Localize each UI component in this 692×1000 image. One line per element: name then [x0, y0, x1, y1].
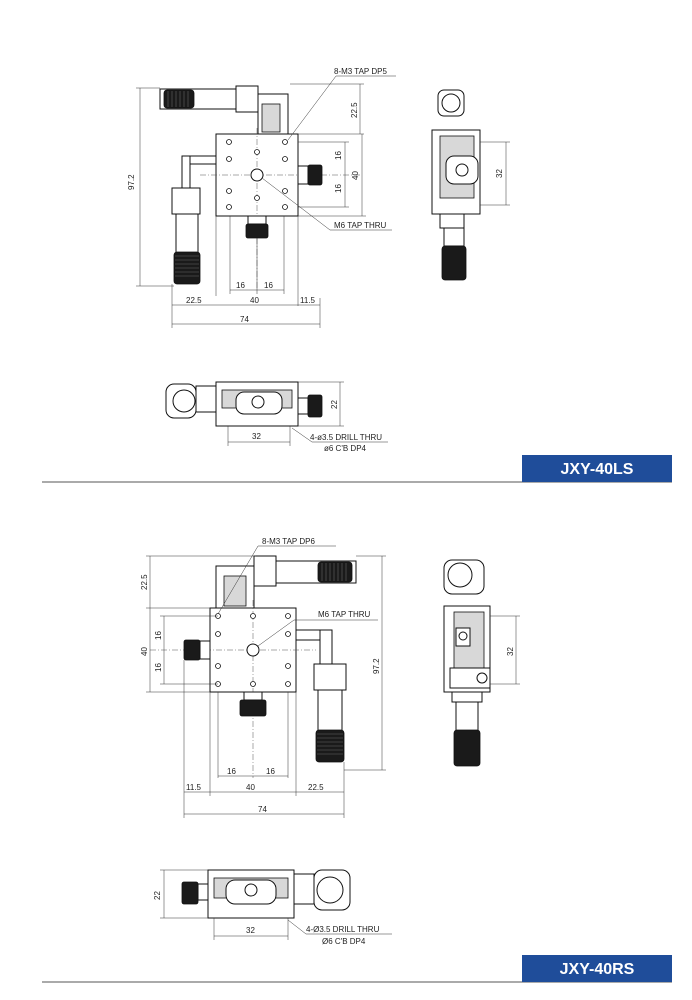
dim-16-right-a: 16 [334, 151, 343, 160]
dim-11-5-bottom-rs: 11.5 [186, 783, 202, 792]
callout-drill-ls-2: ø6 C'B DP4 [324, 444, 367, 453]
dim-97-2-rs: 97.2 [372, 658, 381, 674]
side-thimble-ls [441, 245, 467, 281]
front-view-rs: 22 32 4-Ø3.5 DRILL THRU Ø6 C'B DP4 [153, 869, 392, 946]
dim-74-bottom: 74 [240, 315, 249, 324]
micrometer-thimble-rs [317, 561, 353, 583]
front-knob-base-rs [197, 883, 209, 901]
dim-22-5-bottom: 22.5 [186, 296, 202, 305]
bracket-right-vert-rs [319, 629, 333, 667]
model-banner-rs [522, 955, 672, 982]
lock-knob-right [307, 164, 323, 186]
tap-holes-rs [215, 613, 291, 687]
micrometer-thimble-top [163, 89, 195, 109]
front-view-ls: 22 32 4-ø3.5 DRILL THRU ø6 C'B DP4 [165, 381, 388, 453]
front-hex-rs [244, 883, 258, 897]
micrometer-mount-top [235, 85, 259, 113]
micrometer-mount-rs [253, 555, 277, 587]
front-knob-base-ls [297, 397, 309, 415]
front-dim-32-rs: 32 [246, 926, 255, 935]
side-hex-screw [455, 163, 469, 177]
front-micrometer-end-ls [172, 389, 196, 413]
dim-16-bottom-b: 16 [264, 281, 273, 290]
bracket-inner-rs [223, 575, 247, 607]
lock-base-right [297, 165, 309, 185]
front-hex-ls [251, 395, 265, 409]
side-view-ls: 32 [431, 89, 510, 281]
center-hole-ls [250, 168, 264, 182]
bracket-left-vert [181, 155, 191, 193]
front-knob-rs [181, 881, 199, 905]
model-banner-ls [522, 455, 672, 482]
side-sleeve-ls [443, 227, 465, 247]
dim-40-bottom: 40 [250, 296, 259, 305]
callout-drill-rs-2: Ø6 C'B DP4 [322, 937, 366, 946]
section-jxy-40ls: 97.2 22.5 16 40 16 16 16 22.5 40 11.5 74… [42, 67, 672, 483]
front-dim-22-rs: 22 [153, 891, 162, 900]
center-hole-rs [246, 643, 260, 657]
section-jxy-40rs: 22.5 16 40 16 97.2 16 16 11.5 40 22.5 74… [42, 537, 672, 983]
dim-16-left-b-rs: 16 [154, 663, 163, 672]
callout-tap-dp6: 8-M3 TAP DP6 [262, 537, 315, 546]
dim-16-bottom-b-rs: 16 [266, 767, 275, 776]
top-view-ls: 97.2 22.5 16 40 16 16 16 22.5 40 11.5 74… [127, 67, 396, 328]
dim-16-left-a-rs: 16 [154, 631, 163, 640]
side-sleeve-rs [455, 701, 479, 733]
side-screw-rs [458, 631, 468, 641]
side-thimble-rs [453, 729, 481, 767]
callout-drill-rs-1: 4-Ø3.5 DRILL THRU [306, 925, 380, 934]
lock-knob-left-rs [183, 639, 201, 661]
lock-base-bottom [247, 215, 267, 225]
dim-11-5-bottom: 11.5 [300, 296, 316, 305]
lock-base-bottom-rs [243, 691, 263, 701]
lock-base-left-rs [199, 640, 211, 660]
dim-16-bottom-a: 16 [236, 281, 245, 290]
side-lower-screw-rs [476, 672, 488, 684]
dim-16-right-b: 16 [334, 184, 343, 193]
dim-97-2: 97.2 [127, 174, 136, 190]
micrometer-sleeve-left [175, 213, 199, 255]
micrometer-sleeve-rs [317, 689, 343, 733]
dim-22-5-top-rs: 22.5 [140, 574, 149, 590]
callout-tap-dp5: 8-M3 TAP DP5 [334, 67, 387, 76]
dim-40-right: 40 [351, 171, 360, 180]
dims-top-rs [146, 545, 386, 818]
front-knob-ls [307, 394, 323, 418]
callout-drill-ls-1: 4-ø3.5 DRILL THRU [310, 433, 382, 442]
dim-22-5-bottom-rs: 22.5 [308, 783, 324, 792]
bracket-inner [261, 103, 281, 133]
side-micrometer-end [441, 93, 461, 113]
dim-74-bottom-rs: 74 [258, 805, 267, 814]
micrometer-mount-right-rs [313, 663, 347, 691]
dim-40-bottom-rs: 40 [246, 783, 255, 792]
top-view-rs: 22.5 16 40 16 97.2 16 16 11.5 40 22.5 74… [140, 537, 386, 818]
micrometer-mount-left [171, 187, 201, 215]
side-mount-ls [439, 213, 465, 229]
lock-knob-bottom-rs [239, 699, 267, 717]
dims-top-ls [136, 75, 396, 328]
front-dim-32-ls: 32 [252, 432, 261, 441]
front-micrometer-end-rs [316, 876, 344, 904]
side-view-rs: 32 [443, 559, 520, 767]
lock-knob-bottom [245, 223, 269, 239]
callout-m6-thru-ls: M6 TAP THRU [334, 221, 387, 230]
dim-22-5-top: 22.5 [350, 102, 359, 118]
side-dim-32-ls: 32 [495, 169, 504, 178]
front-dim-22-ls: 22 [330, 400, 339, 409]
callout-m6-thru-rs: M6 TAP THRU [318, 610, 371, 619]
side-mount-rs [451, 691, 483, 703]
tap-holes-ls [226, 139, 288, 210]
side-dim-32-rs: 32 [506, 647, 515, 656]
side-micrometer-end-rs [447, 562, 473, 588]
front-bracket-rs [293, 873, 315, 905]
model-title-rs: JXY-40RS [560, 961, 635, 978]
model-title-ls: JXY-40LS [561, 461, 634, 478]
dim-16-bottom-a-rs: 16 [227, 767, 236, 776]
front-bracket-ls [195, 385, 217, 413]
dim-40-left-rs: 40 [140, 647, 149, 656]
